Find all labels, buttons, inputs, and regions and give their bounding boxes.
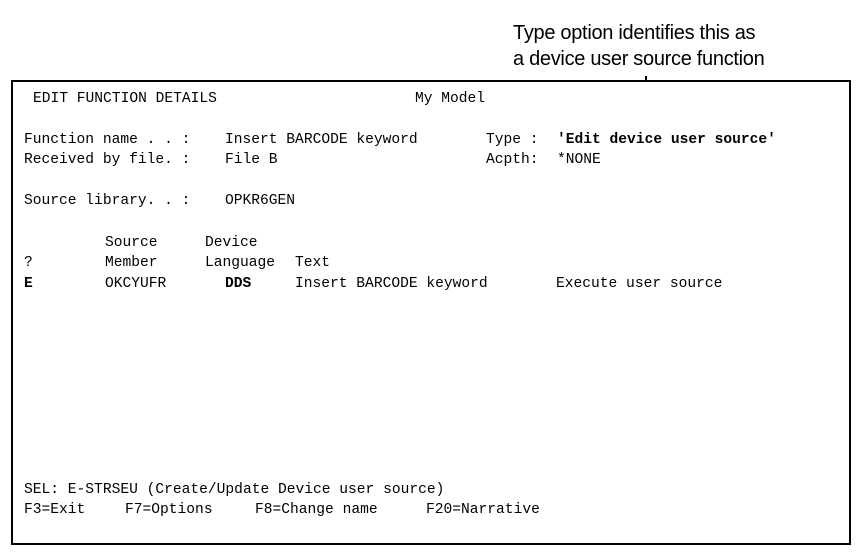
annotation-line-2: a device user source function: [513, 48, 765, 70]
column-header-language: Language: [205, 255, 276, 271]
selection-message: SEL: E-STRSEU (Create/Update Device user…: [24, 482, 445, 498]
row-selection-input[interactable]: E: [24, 276, 33, 292]
column-header-sel: ?: [24, 255, 33, 271]
source-library-value: OPKR6GEN: [225, 193, 296, 209]
screen-title: EDIT FUNCTION DETAILS: [33, 91, 217, 107]
column-header-language-top: Device: [205, 235, 258, 251]
f8-change-name-key[interactable]: F8=Change name: [255, 502, 378, 518]
row-language: DDS: [225, 276, 252, 292]
annotation-line-1: Type option identifies this as: [513, 22, 756, 44]
acpth-label: Acpth:: [486, 152, 539, 168]
type-label: Type :: [486, 132, 539, 148]
function-name-label: Function name . . :: [24, 132, 191, 148]
acpth-value: *NONE: [557, 152, 601, 168]
f3-exit-key[interactable]: F3=Exit: [24, 502, 86, 518]
column-header-member: Member: [105, 255, 158, 271]
column-header-member-top: Source: [105, 235, 158, 251]
type-value: 'Edit device user source': [557, 132, 776, 148]
terminal-screen: EDIT FUNCTION DETAILS My Model Function …: [11, 80, 851, 545]
source-library-label: Source library. . :: [24, 193, 191, 209]
column-header-text: Text: [295, 255, 331, 271]
function-name-value: Insert BARCODE keyword: [225, 132, 418, 148]
row-description: Execute user source: [556, 276, 723, 292]
row-member: OKCYUFR: [105, 276, 167, 292]
f20-narrative-key[interactable]: F20=Narrative: [426, 502, 540, 518]
model-name: My Model: [415, 91, 486, 107]
received-by-file-value: File B: [225, 152, 278, 168]
annotation-text: Type option identifies this as a device …: [513, 20, 765, 72]
row-text: Insert BARCODE keyword: [295, 276, 488, 292]
received-by-file-label: Received by file. :: [24, 152, 191, 168]
f7-options-key[interactable]: F7=Options: [125, 502, 213, 518]
